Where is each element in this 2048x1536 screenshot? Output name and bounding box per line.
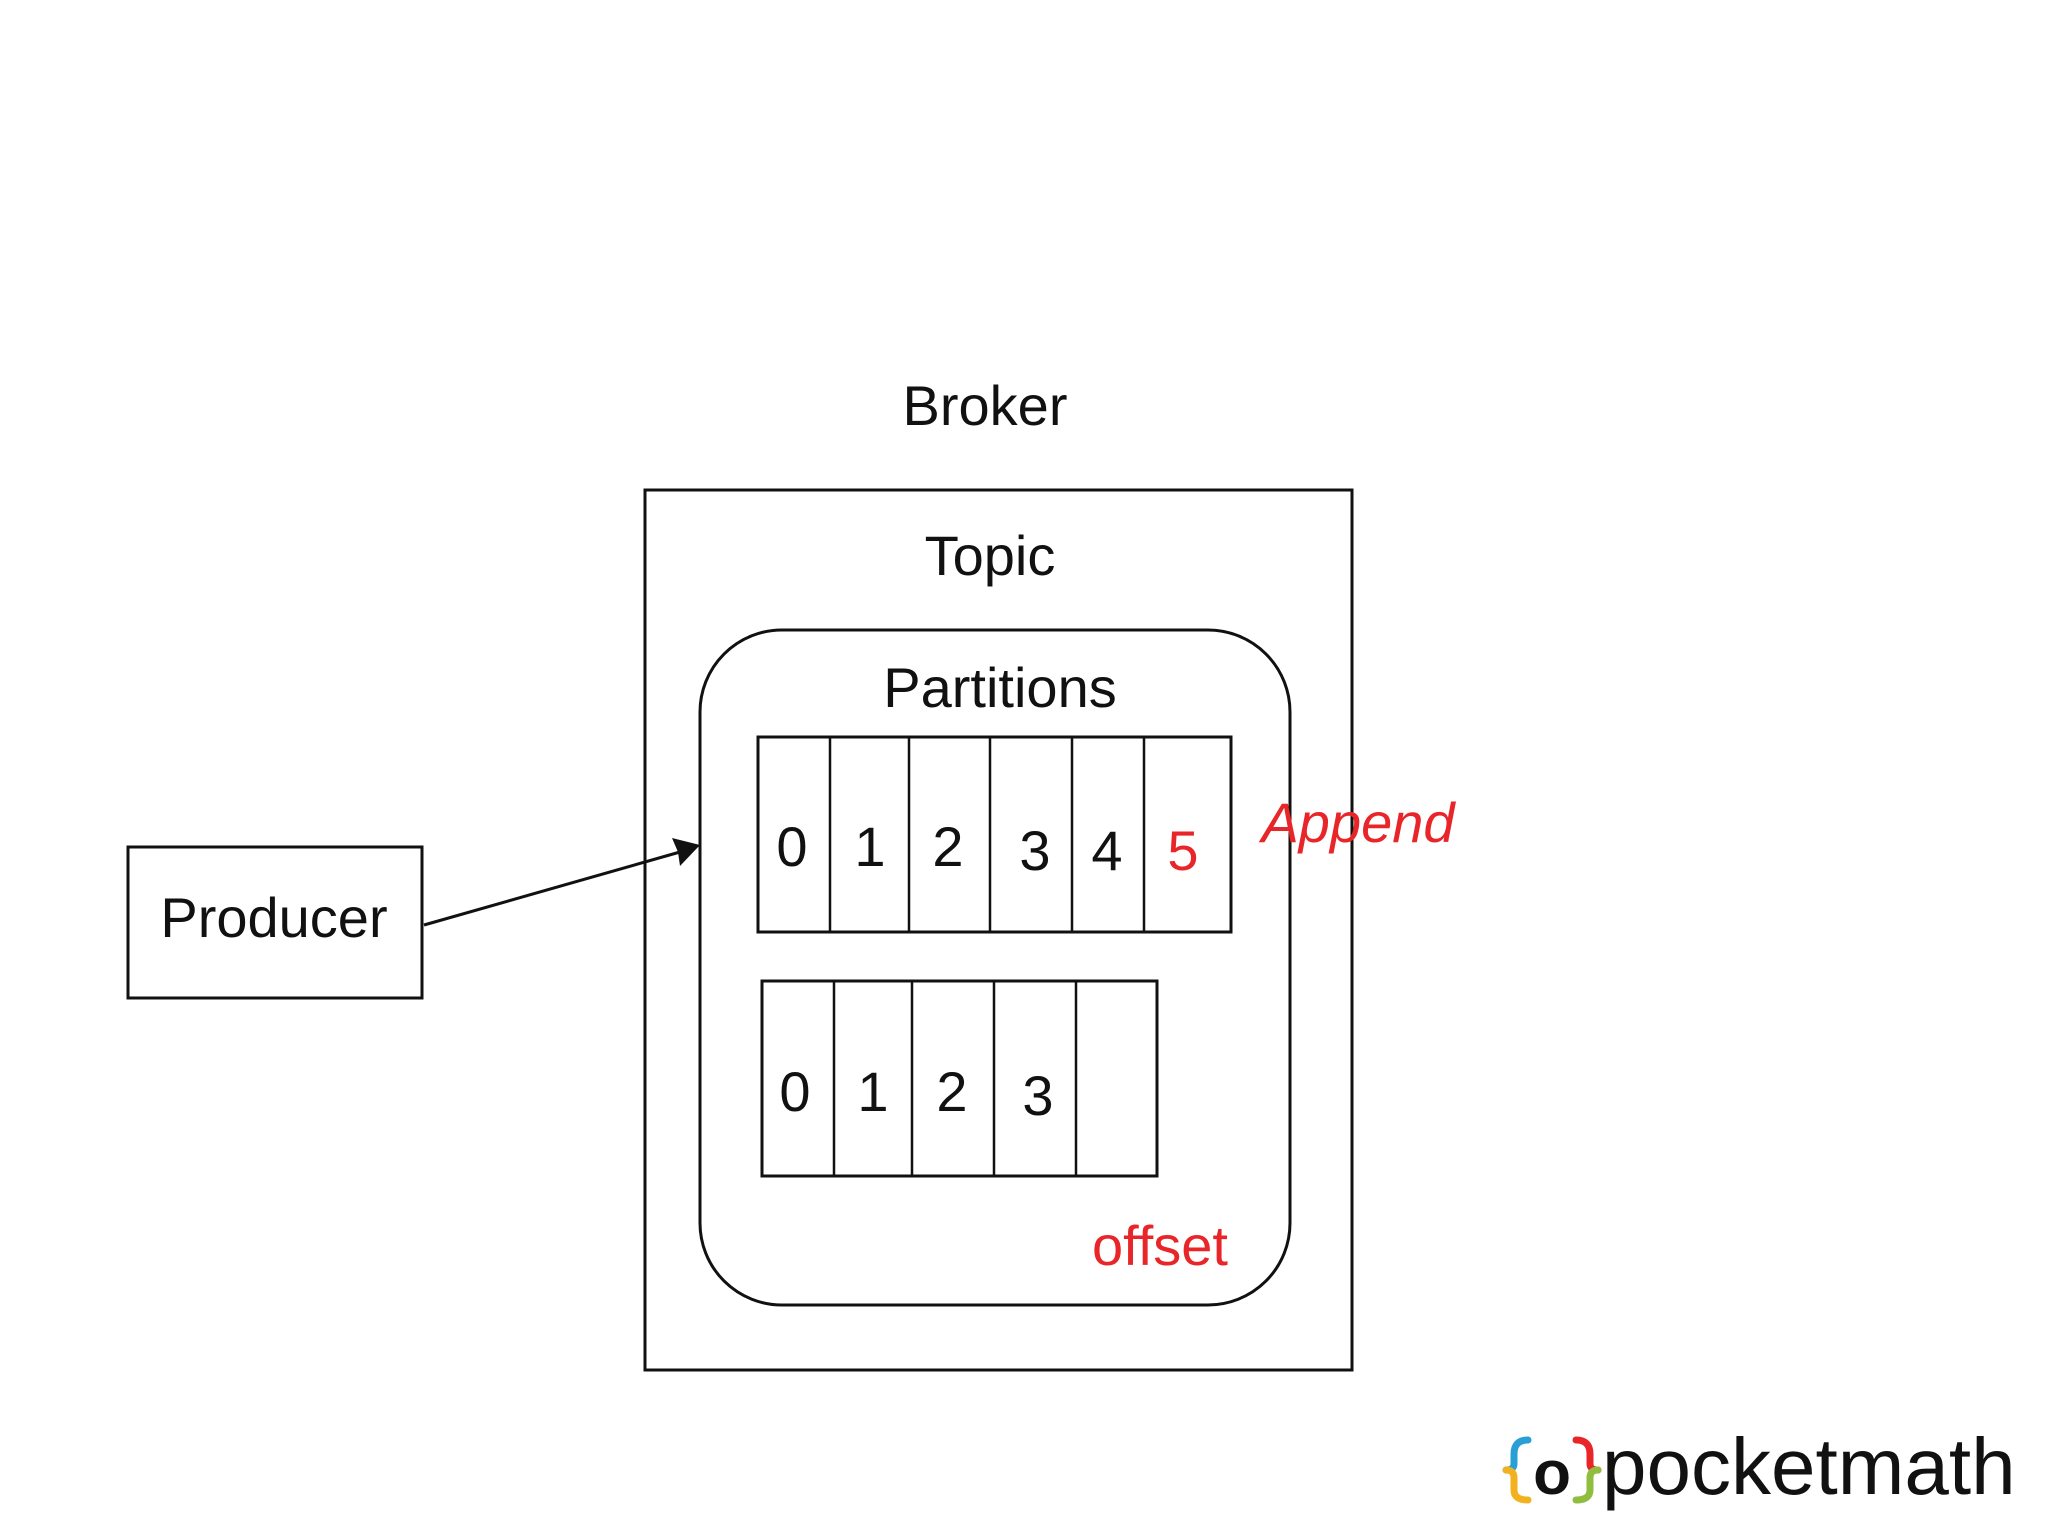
partition-row-2-frame bbox=[760, 979, 1159, 1178]
partitions-title: Partitions bbox=[883, 656, 1116, 719]
produce-arrow-line bbox=[423, 850, 681, 927]
logo-mark-icon bbox=[1502, 1436, 1602, 1504]
broker-title: Broker bbox=[903, 374, 1068, 437]
arrow-head-icon bbox=[672, 838, 700, 866]
producer-box bbox=[126, 845, 424, 1000]
partition-row-1-offset-5-new: 5 bbox=[1167, 819, 1198, 882]
partition-row-1: 0 1 2 3 4 5 bbox=[756, 735, 1233, 934]
partition-row-2-offset-2: 2 bbox=[936, 1060, 967, 1123]
offset-label: offset bbox=[1092, 1214, 1228, 1277]
partition-row-2: 0 1 2 3 bbox=[760, 979, 1159, 1178]
topic-title: Topic bbox=[925, 524, 1056, 587]
partition-row-1-offset-1: 1 bbox=[854, 815, 885, 878]
partitions-container bbox=[698, 628, 1292, 1307]
pocketmath-logo: o pocketmath bbox=[1502, 1422, 2016, 1511]
producer-label: Producer bbox=[160, 886, 387, 949]
produce-arrow bbox=[423, 838, 700, 927]
partition-row-1-offset-3: 3 bbox=[1019, 819, 1050, 882]
partition-row-1-offset-4: 4 bbox=[1091, 819, 1122, 882]
partition-row-2-offset-0: 0 bbox=[779, 1060, 810, 1123]
append-label: Append bbox=[1258, 791, 1456, 854]
topic-box bbox=[643, 488, 1354, 1372]
partition-row-2-offset-1: 1 bbox=[857, 1060, 888, 1123]
partition-row-1-offset-2: 2 bbox=[932, 815, 963, 878]
logo-mark-letter: o bbox=[1533, 1439, 1571, 1508]
partition-row-1-offset-0: 0 bbox=[776, 815, 807, 878]
partition-row-2-offset-3: 3 bbox=[1022, 1064, 1053, 1127]
partition-row-1-frame bbox=[756, 735, 1233, 934]
logo-text: pocketmath bbox=[1602, 1422, 2016, 1511]
